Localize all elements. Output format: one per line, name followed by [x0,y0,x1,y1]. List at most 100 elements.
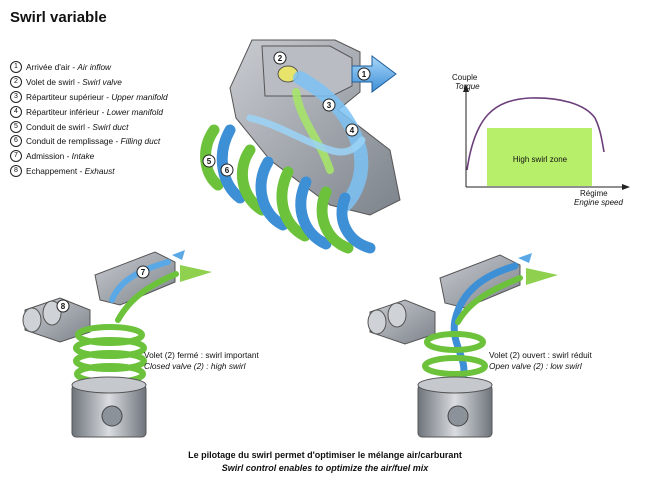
legend-number: 2 [10,76,22,89]
manifold-callouts: 1 2 3 4 5 6 [202,51,371,177]
right-caption-line1: Volet (2) ouvert : swirl réduit [489,350,592,360]
legend-number: 6 [10,135,22,148]
air-flow-blue [293,71,369,212]
runner-blue [295,176,332,250]
air-inflow-arrow [351,55,397,93]
left-caption-line2: Closed valve (2) : high swirl [144,361,246,371]
torque-curve [466,97,605,171]
legend-fr: Echappement [26,165,78,176]
intake-flow-green [455,275,523,325]
exhaust-port-opening [22,307,42,333]
callout-7-text: 7 [141,268,146,277]
high-swirl-zone-area [487,128,592,186]
runner-blue [255,156,289,231]
runner-green [316,186,354,254]
legend-en: Swirl valve [82,77,122,88]
green-inflow-arrow [180,265,212,282]
legend-en: Filling duct [120,136,161,147]
legend-fr: Répartiteur supérieur [26,91,104,102]
legend-en: Air inflow [77,62,112,73]
callout-5: 5 [202,154,216,168]
callout-2: 2 [273,51,287,65]
legend-number: 1 [10,61,22,74]
legend-en: Intake [71,151,95,162]
x-axis-label-en: Engine speed [574,198,623,207]
callout-3: 3 [322,98,336,112]
blue-inflow-arrow [172,250,185,260]
callout-3-text: 3 [327,101,332,110]
right-caption: Volet (2) ouvert : swirl réduit Open val… [489,350,592,372]
high-swirl-zone-label: High swirl zone [513,155,568,164]
left-caption: Volet (2) fermé : swirl important Closed… [144,350,259,372]
runners [200,124,376,254]
right-caption-line2: Open valve (2) : low swirl [489,361,582,371]
air-flow-upper-blue [246,114,366,156]
exhaust-port-opening [367,309,387,335]
legend-number: 3 [10,90,22,103]
legend-en: Exhaust [84,165,115,176]
legend-fr: Conduit de swirl [26,121,86,132]
legend-number: 4 [10,105,22,118]
bottom-caption-fr: Le pilotage du swirl permet d'optimiser … [188,450,462,460]
runner-blue [336,192,376,254]
callout-2-text: 2 [278,54,283,63]
exhaust-port-opening [42,300,62,326]
legend-number: 7 [10,150,22,163]
legend-en: Swirl duct [92,121,129,132]
legend-fr: Arrivée d'air [26,62,71,73]
bottom-caption-en: Swirl control enables to optimize the ai… [221,463,429,473]
green-inflow-arrow [526,268,558,285]
callout-1: 1 [357,67,371,81]
piston-crown [71,376,147,394]
callout-1-text: 1 [362,70,367,79]
x-axis-label-fr: Régime [580,189,608,198]
piston-pin [101,405,123,427]
legend-en: Upper manifold [111,91,168,102]
intake-flow-green [115,271,179,323]
callout-7-left: 7 [136,265,150,279]
exhaust-port-opening [387,302,407,328]
y-axis-arrow [463,84,469,92]
legend-number: 8 [10,164,22,177]
intake-manifold [200,39,401,254]
piston-crown [417,376,493,394]
legend-en: Lower manifold [106,106,163,117]
legend-fr: Conduit de remplissage [26,136,114,147]
callout-8-left: 8 [56,299,70,313]
y-axis-label-fr: Couple [452,73,478,82]
page-title: Swirl variable [10,9,107,26]
swirl-zone-graph: Couple Torque Régime Engine speed High s… [452,73,630,207]
x-axis-arrow [622,184,630,190]
legend-fr: Volet de swirl [26,77,75,88]
callout-8-text: 8 [61,302,66,311]
legend-fr: Répartiteur inférieur [26,106,100,117]
swirl-coil-low [422,331,488,377]
y-axis-label-en: Torque [455,82,480,91]
callout-4-text: 4 [350,126,355,135]
callout-5-text: 5 [207,157,212,166]
callout-6-text: 6 [225,166,230,175]
left-caption-line1: Volet (2) fermé : swirl important [144,350,259,360]
callout-6: 6 [220,163,234,177]
intake-flow-blue [450,262,519,384]
blue-inflow-arrow [518,253,532,263]
air-flow-green [292,88,334,174]
intake-flow-blue [109,259,171,303]
piston-pin [447,405,469,427]
cylinder-open-valve [367,253,558,438]
cylinder-closed-valve: 7 8 [22,250,212,438]
legend-fr: Admission [26,151,65,162]
runner-green [236,144,268,216]
legend-number: 5 [10,120,22,133]
